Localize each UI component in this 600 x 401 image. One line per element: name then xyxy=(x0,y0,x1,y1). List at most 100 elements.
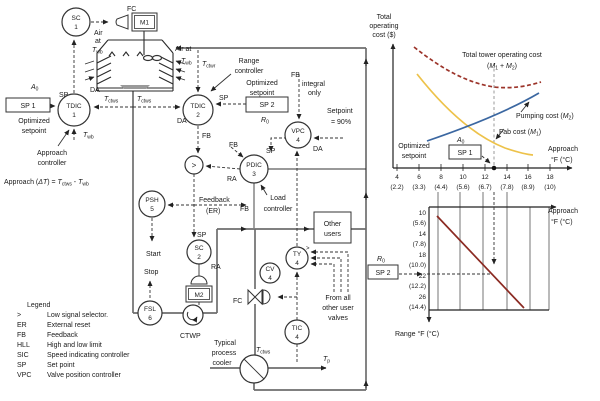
tick-c-6: (3.3) xyxy=(412,184,425,191)
chart1-xlabel-1: Approach xyxy=(548,146,578,153)
typical-cooler-1: Typical xyxy=(214,340,236,347)
tick2-f-22: 22 xyxy=(419,273,427,280)
optimized-setpoint-2a: Optimized xyxy=(246,80,278,87)
er-label: (ER) xyxy=(206,208,220,215)
sc1-number: 1 xyxy=(74,24,78,31)
legend-desc-1: External reset xyxy=(47,322,90,329)
sc2-number: 2 xyxy=(197,254,201,261)
chart2-ylabel: Range °F (°C) xyxy=(395,330,439,338)
tick-c-14: (7.8) xyxy=(500,184,513,191)
da-tdic1-label: DA xyxy=(90,87,100,94)
other-users-line2: users xyxy=(324,231,342,238)
legend-title: Legend xyxy=(27,302,50,309)
diagram-labels: FC Air at Twb Air at Twb Tctwr DA SP A0 … xyxy=(4,6,354,367)
twb-tdic1-label: Twb xyxy=(83,132,94,141)
tp-label: Tp xyxy=(323,356,330,365)
tick2-f-10: 10 xyxy=(419,210,427,217)
pump-ctwp-icon xyxy=(182,304,204,326)
ra-sc2-label: RA xyxy=(211,264,221,271)
chart2-sp2-label: SP 2 xyxy=(375,270,390,277)
tick-f-6: 6 xyxy=(417,174,421,181)
ctwp-label: CTWP xyxy=(180,333,201,340)
from-all-2: other user xyxy=(322,305,354,312)
chart1-sp1-label: SP 1 xyxy=(457,150,472,157)
process-cooler-icon xyxy=(239,354,269,384)
equipment xyxy=(115,12,271,384)
tick2-f-14: 14 xyxy=(419,231,427,238)
stop-label: Stop xyxy=(144,269,159,276)
total-cost-curve xyxy=(413,46,542,89)
pdic3-number: 3 xyxy=(252,171,256,178)
chart1-ylabel-1: Total xyxy=(377,14,392,21)
spray-nozzles xyxy=(108,51,144,57)
low-signal-selector: > xyxy=(184,155,204,175)
louvers xyxy=(96,55,174,85)
from-all-1: From all xyxy=(325,295,351,302)
tick2-c-22: (12.2) xyxy=(409,283,426,290)
legend-desc-2: Feedback xyxy=(47,332,78,339)
tctws-label-2: Tctws xyxy=(137,96,152,105)
tick-f-18: 18 xyxy=(546,174,554,181)
tick-f-4: 4 xyxy=(395,174,399,181)
typical-cooler-3: cooler xyxy=(212,360,232,367)
twb-right-label: Twb xyxy=(181,58,192,67)
vpc-setpoint-2: = 90% xyxy=(331,119,351,126)
chart1-ticks xyxy=(396,164,551,171)
sp-tdic1-label: SP xyxy=(59,92,69,99)
psh5-label: PSH xyxy=(145,197,159,204)
sp1-setpoint-box: SP 1 xyxy=(5,97,51,113)
chart1-xlabel-2: °F (°C) xyxy=(551,156,573,164)
chart2-sp2-box: SP 2 xyxy=(367,264,399,280)
other-users-box: Other users xyxy=(313,211,352,244)
boxes: M1 M2 SP 1 SP 2 Other users xyxy=(5,20,352,299)
legend-desc-3: High and low limit xyxy=(47,342,102,349)
chart1-sp1-box: SP 1 xyxy=(448,144,482,160)
tick-c-12: (6.7) xyxy=(478,184,491,191)
optimized-setpoint-1a: Optimized xyxy=(18,118,50,125)
legend-sym-0: > xyxy=(17,312,21,319)
chart1-title-m1m2: (M1 + M2) xyxy=(487,63,517,72)
motor-m1 xyxy=(131,12,158,32)
integral-label: integral xyxy=(302,81,325,88)
tick-c-4: (2.2) xyxy=(390,184,403,191)
signal-lines xyxy=(50,19,366,364)
pumping-pointer-arrow xyxy=(520,101,530,113)
vpc-setpoint-1: Setpoint xyxy=(327,108,353,115)
sp2-setpoint-box: SP 2 xyxy=(245,96,289,113)
pump-motor-m2 xyxy=(185,264,213,305)
chart-range-vs-approach: Approach °F (°C) 10 (5.6) 14 (7.8) 18 (1… xyxy=(367,192,578,338)
approach-controller-1: Approach xyxy=(37,150,67,157)
tick2-c-18: (10.0) xyxy=(409,262,426,269)
tdic1-instrument: TDIC 1 xyxy=(57,93,91,127)
sp1-box-label: SP 1 xyxy=(20,103,35,110)
pdic3-instrument: PDIC 3 xyxy=(239,154,269,184)
tic4-number: 4 xyxy=(295,334,299,341)
tick-c-10: (5.6) xyxy=(456,184,469,191)
sp-pdic-label: SP xyxy=(266,148,276,155)
sc2-label: SC xyxy=(194,245,203,252)
ty4-number: 4 xyxy=(295,260,299,267)
m2-label: M2 xyxy=(194,292,203,299)
tick2-c-14: (7.8) xyxy=(413,241,426,248)
sp-sc2-label: SP xyxy=(197,232,207,239)
tdic1-label: TDIC xyxy=(66,103,81,110)
optimized-setpoint-1b: setpoint xyxy=(22,128,47,135)
range-controller-1: Range xyxy=(239,58,260,65)
selector-symbol: > xyxy=(192,161,197,170)
psh5-instrument: PSH 5 xyxy=(138,190,166,218)
r0-diagram-label: R0 xyxy=(261,117,269,126)
fsl6-number: 6 xyxy=(148,315,152,322)
legend-sym-1: ER xyxy=(17,322,27,329)
tick-c-18: (10) xyxy=(544,184,556,191)
ra-pdic-label: RA xyxy=(227,176,237,183)
legend-sym-5: SP xyxy=(17,362,27,369)
air-right-label: Air at xyxy=(175,46,191,53)
chart2-r0-label: R0 xyxy=(377,256,385,265)
range-controller-2: controller xyxy=(235,68,264,75)
tdic2-number: 2 xyxy=(196,112,200,119)
fb-tdic2-label: FB xyxy=(202,133,211,140)
fan-drive-icon xyxy=(115,14,145,55)
only-label: only xyxy=(308,90,321,97)
